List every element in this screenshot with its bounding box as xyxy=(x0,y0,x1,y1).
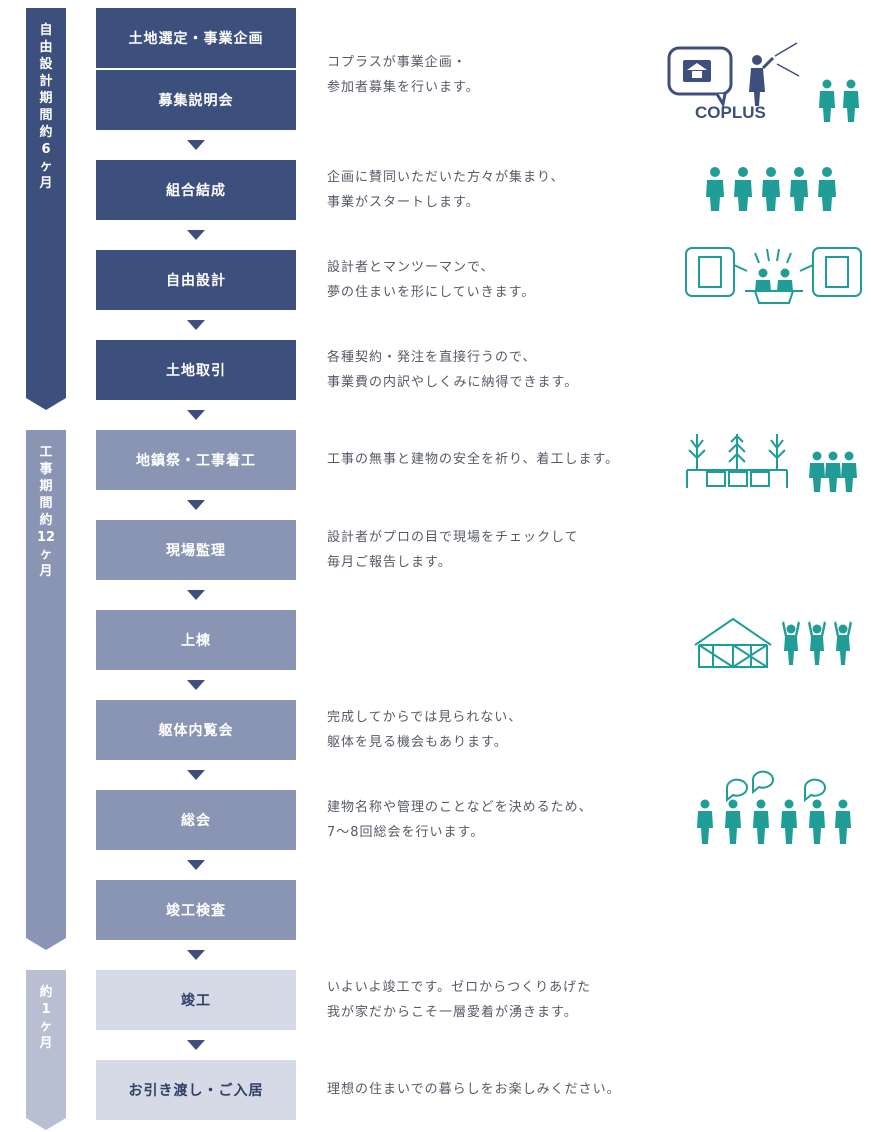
group-of-five-icon xyxy=(706,167,836,211)
phase-label-char: 設 xyxy=(39,57,53,72)
description-line: 事業費の内訳やしくみに納得できます。 xyxy=(327,375,579,390)
phase-label-char: 月 xyxy=(39,1036,53,1051)
description-line: 建物名称や管理のことなどを決めるため、 xyxy=(327,800,593,815)
coplus-presentation-icon: COPLUS xyxy=(667,42,859,122)
description-line: 7〜8回総会を行います。 xyxy=(327,825,485,840)
description-completion: いよいよ竣工です。ゼロからつくりあげた 我が家だからこそ一層愛着が湧きます。 xyxy=(327,975,667,1025)
step-info-session: 募集説明会 xyxy=(96,70,296,130)
step-handover: お引き渡し・ご入居 xyxy=(96,1060,296,1120)
arrow-down xyxy=(187,590,205,600)
description-line: 設計者がプロの目で現場をチェックして xyxy=(327,530,579,545)
phase-label-char: 計 xyxy=(39,74,53,89)
description-line: コプラスが事業企画・ xyxy=(327,55,467,70)
step-land-transaction: 土地取引 xyxy=(96,340,296,400)
step-association: 組合結成 xyxy=(96,160,296,220)
phase-label-char: 自 xyxy=(39,23,53,38)
description-line: 工事の無事と建物の安全を祈り、着工します。 xyxy=(327,452,620,467)
phase-label-char: 期 xyxy=(39,91,53,106)
description-line: 完成してからでは見られない、 xyxy=(327,710,523,725)
phase-label-char: 月 xyxy=(39,564,53,579)
step-site-supervision: 現場監理 xyxy=(96,520,296,580)
phase-label-char: 月 xyxy=(39,176,53,191)
description-planning: コプラスが事業企画・ 参加者募集を行います。 xyxy=(327,50,667,100)
step-land-selection: 土地選定・事業企画 xyxy=(96,8,296,68)
phase-label-char: 12 xyxy=(36,530,56,545)
arrow-down xyxy=(187,320,205,330)
phase-label-char: 工 xyxy=(39,445,53,460)
description-line: いよいよ竣工です。ゼロからつくりあげた xyxy=(327,980,592,995)
arrow-down xyxy=(187,770,205,780)
step-free-design: 自由設計 xyxy=(96,250,296,310)
phase-bar-completion: 約 1 ヶ月 xyxy=(26,970,66,1130)
phase-label-char: 約 xyxy=(39,985,53,1000)
phase-label-char: 約 xyxy=(39,125,53,140)
description-groundbreaking: 工事の無事と建物の安全を祈り、着工します。 xyxy=(327,447,667,472)
phase-label-char: ヶ xyxy=(39,1019,53,1034)
description-line: 躯体を見る機会もあります。 xyxy=(327,735,508,750)
groundbreaking-ceremony-icon xyxy=(686,434,857,492)
arrow-down xyxy=(187,410,205,420)
phase-label-char: 間 xyxy=(39,496,53,511)
arrow-down xyxy=(187,950,205,960)
description-line: 企画に賛同いただいた方々が集まり、 xyxy=(327,170,565,185)
step-groundbreaking: 地鎮祭・工事着工 xyxy=(96,430,296,490)
description-line: 参加者募集を行います。 xyxy=(327,80,480,95)
description-line: 設計者とマンツーマンで、 xyxy=(327,260,495,275)
description-supervision: 設計者がプロの目で現場をチェックして 毎月ご報告します。 xyxy=(327,525,667,575)
phase-label-char: 由 xyxy=(39,40,53,55)
description-line: 事業がスタートします。 xyxy=(327,195,480,210)
arrow-down xyxy=(187,140,205,150)
step-completion-inspection: 竣工検査 xyxy=(96,880,296,940)
step-completion: 竣工 xyxy=(96,970,296,1030)
arrow-down xyxy=(187,860,205,870)
design-meeting-icon xyxy=(685,247,862,304)
arrow-down xyxy=(187,1040,205,1050)
coplus-logo-text: COPLUS xyxy=(695,103,766,122)
step-frame-tour: 躯体内覧会 xyxy=(96,700,296,760)
step-framing: 上棟 xyxy=(96,610,296,670)
description-line: 各種契約・発注を直接行うので、 xyxy=(327,350,537,365)
description-line: 我が家だからこそ一層愛着が湧きます。 xyxy=(327,1005,578,1020)
description-line: 夢の住まいを形にしていきます。 xyxy=(327,285,536,300)
phase-label-char: 事 xyxy=(39,462,53,477)
phase-bar-construction: 工事期間約 12 ヶ月 xyxy=(26,430,66,950)
description-land-transaction: 各種契約・発注を直接行うので、 事業費の内訳やしくみに納得できます。 xyxy=(327,345,667,395)
arrow-down xyxy=(187,500,205,510)
description-frame-tour: 完成してからでは見られない、 躯体を見る機会もあります。 xyxy=(327,705,667,755)
phase-bar-design: 自由設計期間約 6 ヶ月 xyxy=(26,8,66,410)
phase-label-char: 期 xyxy=(39,479,53,494)
general-meeting-icon xyxy=(697,770,851,844)
description-handover: 理想の住まいでの暮らしをお楽しみください。 xyxy=(327,1077,667,1102)
description-line: 毎月ご報告します。 xyxy=(327,555,452,570)
description-line: 理想の住まいでの暮らしをお楽しみください。 xyxy=(327,1082,621,1097)
step-general-meeting: 総会 xyxy=(96,790,296,850)
framing-celebration-icon xyxy=(694,617,852,668)
phase-label-char: 間 xyxy=(39,108,53,123)
arrow-down xyxy=(187,680,205,690)
phase-label-char: ヶ xyxy=(39,547,53,562)
description-general-meeting: 建物名称や管理のことなどを決めるため、 7〜8回総会を行います。 xyxy=(327,795,667,845)
phase-label-char: 1 xyxy=(41,1002,51,1017)
phase-label-char: ヶ xyxy=(39,159,53,174)
description-design: 設計者とマンツーマンで、 夢の住まいを形にしていきます。 xyxy=(327,255,667,305)
phase-label-char: 6 xyxy=(41,142,51,157)
arrow-down xyxy=(187,230,205,240)
description-association: 企画に賛同いただいた方々が集まり、 事業がスタートします。 xyxy=(327,165,667,215)
phase-label-char: 約 xyxy=(39,513,53,528)
